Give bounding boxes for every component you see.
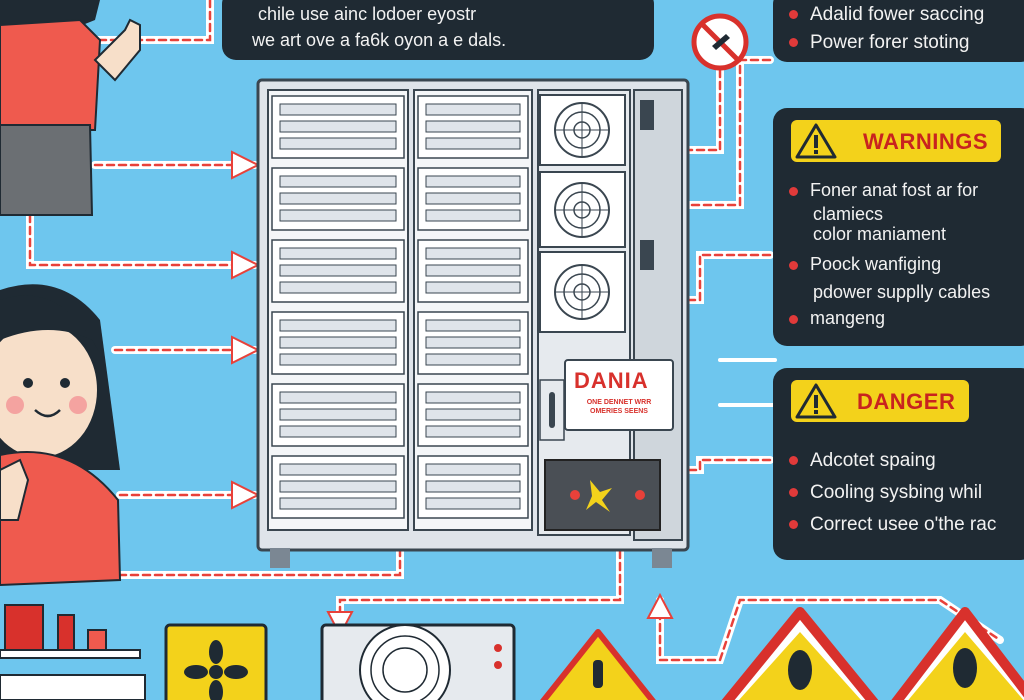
drive-bay <box>425 247 521 260</box>
top-caption-line-1: chile use ainc lodoer eyostr <box>258 4 477 24</box>
drive-bay <box>425 175 521 188</box>
warning-item: Foner anat fost ar for <box>789 180 978 201</box>
drive-bay <box>425 480 521 493</box>
warning-item-continuation: pdower supplly cables <box>813 282 991 302</box>
warning-triangle-icon <box>721 607 879 700</box>
danger-title: DANGER <box>857 389 956 414</box>
drive-bay <box>425 408 521 421</box>
warnings-tag: WARNINGS <box>791 120 1001 162</box>
drive-bay <box>279 264 397 277</box>
drive-bay <box>279 103 397 116</box>
server-rack <box>256 78 690 568</box>
warning-item: mangeng <box>789 308 885 329</box>
drive-bay <box>279 120 397 133</box>
warning-item-continuation: clamiecs <box>813 204 884 224</box>
top-right-panel: Adalid fower saccing Power forer stoting <box>773 0 1024 62</box>
bullet-icon <box>789 456 798 466</box>
top-panel-item: Power forer stoting <box>789 32 969 54</box>
rack-label-subtitle: ONE DENNET WRR OMERIES SEENS <box>586 399 652 415</box>
drive-bay <box>279 425 397 438</box>
prohibited-sign-icon <box>691 13 749 71</box>
danger-item: Adcotet spaing <box>789 450 936 472</box>
drive-bay <box>425 120 521 133</box>
drive-bay <box>279 247 397 260</box>
drive-bay <box>279 175 397 188</box>
drive-bay <box>425 319 521 332</box>
drive-bay <box>425 463 521 476</box>
drive-bay <box>279 319 397 332</box>
drive-bay <box>425 264 521 277</box>
drive-bay <box>425 353 521 366</box>
drive-bay <box>425 391 521 404</box>
top-caption-panel: chile use ainc lodoer eyostr we art ove … <box>222 0 654 60</box>
fan-icon <box>539 171 626 248</box>
warnings-panel: WARNINGS Foner anat fost ar for clamiecs… <box>773 108 1024 346</box>
drive-bay <box>279 192 397 205</box>
drive-bay <box>425 103 521 116</box>
drive-bay <box>279 497 397 510</box>
drive-bay <box>279 336 397 349</box>
warnings-title: WARNINGS <box>863 129 988 154</box>
rack-label-title: DANIA <box>574 368 649 393</box>
warning-triangle-icon <box>891 607 1024 700</box>
rack-label-box <box>539 359 674 441</box>
drive-bay <box>425 497 521 510</box>
warning-item-continuation: color maniament <box>813 224 947 244</box>
drive-bay <box>425 192 521 205</box>
shelf <box>0 604 146 700</box>
warning-item: Poock wanfiging <box>789 254 941 275</box>
top-panel-item: Adalid fower saccing <box>789 4 984 26</box>
fan-icon <box>539 94 626 166</box>
drive-bay <box>425 281 521 294</box>
bullet-icon <box>789 314 798 324</box>
rack-units <box>271 95 529 519</box>
drive-bay <box>425 209 521 222</box>
top-caption-line-2: we art ove a fa6k oyon a e dals. <box>252 30 507 50</box>
warning-triangle-icon <box>540 629 656 700</box>
warning-triangle-icon <box>795 383 837 419</box>
bullet-icon <box>789 38 798 48</box>
person-bottom-avatar <box>0 284 122 587</box>
danger-panel: DANGER Adcotet spaing Cooling sysbing wh… <box>773 368 1024 560</box>
ac-unit <box>320 623 516 700</box>
danger-item: Correct usee o'the rac <box>789 514 996 536</box>
bullet-icon <box>789 260 798 270</box>
drive-bay <box>279 463 397 476</box>
drive-bay <box>279 281 397 294</box>
warning-triangle-icon <box>795 123 837 159</box>
danger-item: Cooling sysbing whil <box>789 482 982 504</box>
drive-bay <box>279 353 397 366</box>
drive-bay <box>279 391 397 404</box>
drive-bay <box>279 137 397 150</box>
bullet-icon <box>789 186 798 196</box>
danger-tag: DANGER <box>791 380 969 422</box>
person-top-avatar <box>0 0 141 216</box>
drive-bay <box>279 209 397 222</box>
fan-icon <box>539 251 626 333</box>
drive-bay <box>279 408 397 421</box>
drive-bay <box>425 137 521 150</box>
cooling-fan-sign-icon <box>164 623 268 700</box>
bullet-icon <box>789 520 798 530</box>
drive-bay <box>279 480 397 493</box>
drive-bay <box>425 336 521 349</box>
drive-bay <box>425 425 521 438</box>
bullet-icon <box>789 10 798 20</box>
bullet-icon <box>789 488 798 498</box>
